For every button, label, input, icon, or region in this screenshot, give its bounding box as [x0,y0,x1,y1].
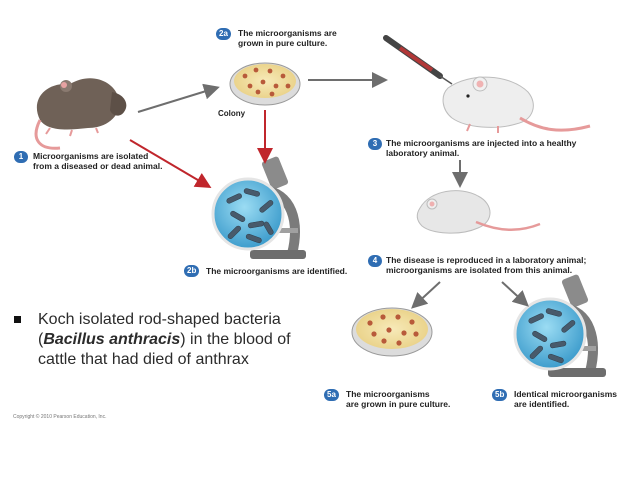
colony-label: Colony [218,109,246,118]
copyright-notice: Copyright © 2010 Pearson Education, Inc. [13,414,107,420]
bullet-square-icon [14,316,21,323]
step-2a-badge: 2a [216,28,231,40]
step-4-caption: The disease is reproduced in a laborator… [386,255,586,275]
arrow-4-to-5a [411,281,441,309]
step-5b-line1: Identical microorganisms [514,389,617,399]
arrow-4-to-5b [501,281,529,307]
step-3-line2: laboratory animal. [386,148,460,158]
petri-dish-2a [229,62,301,106]
step-3-caption: The microorganisms are injected into a h… [386,138,576,158]
step-5a-line2: are grown in pure culture. [346,399,451,409]
step-1-line1: Microorganisms are isolated [33,151,149,161]
step-4-badge: 4 [368,255,382,267]
petri-dish-5a [351,307,433,357]
step-4-line2: microorganisms are isolated from this an… [386,265,573,275]
bullet-point: Koch isolated rod-shaped bacteria (Bacil… [14,310,314,370]
step-5a-badge: 5a [324,389,339,401]
bullet-text: Koch isolated rod-shaped bacteria (Bacil… [38,310,314,370]
step-4-line1: The disease is reproduced in a laborator… [386,255,587,265]
infected-mouse-illustration [416,190,541,234]
step-2a-line2: grown in pure culture. [238,38,328,48]
step-5b-caption: Identical microorganisms are identified. [514,389,617,409]
step-5b-badge: 5b [492,389,508,401]
step-3-badge: 3 [368,138,382,150]
arrow-1-to-2a [137,83,220,113]
step-2b-caption: The microorganisms are identified. [206,266,348,276]
step-1-badge: 1 [14,151,28,163]
step-2a-caption: The microorganisms are grown in pure cul… [238,28,337,48]
step-3-line1: The microorganisms are injected into a h… [386,138,577,148]
healthy-mouse-illustration [442,76,591,133]
step-1-caption: Microorganisms are isolated from a disea… [33,151,162,171]
diseased-mouse-illustration [34,78,127,150]
bullet-text-after: ) in the blood of cattle that had died o… [38,331,291,368]
step-1-line2: from a diseased or dead animal. [33,161,163,171]
bullet-text-before: Koch isolated rod-shaped bacteria ( [38,311,281,348]
step-5a-line1: The microorganisms [346,389,430,399]
syringe-illustration [383,35,453,85]
microscope-5b [513,274,606,377]
step-5b-line2: are identified. [514,399,570,409]
step-2b-badge: 2b [184,265,200,277]
step-2a-line1: The microorganisms are [238,28,337,38]
step-5a-caption: The microorganisms are grown in pure cul… [346,389,450,409]
bullet-text-emphasis: Bacillus anthracis [43,331,181,348]
arrow-1-to-2b [129,139,212,189]
microscope-2b [211,156,306,259]
